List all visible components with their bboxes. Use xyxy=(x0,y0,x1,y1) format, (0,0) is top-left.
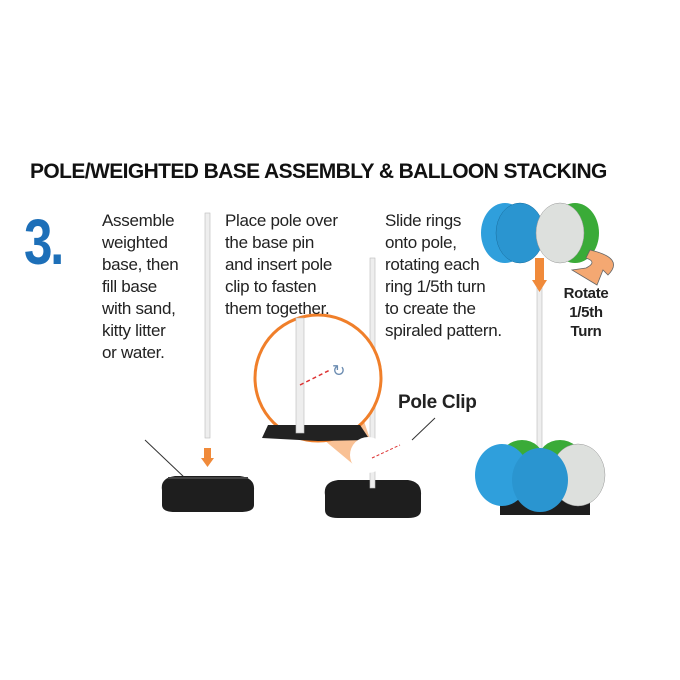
text-line: Assemble xyxy=(102,211,175,230)
text-line: weighted xyxy=(102,233,168,252)
text-line: the base pin xyxy=(225,233,315,252)
text-line: base, then xyxy=(102,255,179,274)
step1-base xyxy=(161,476,255,512)
down-arrow xyxy=(532,258,547,292)
text-line: or water. xyxy=(102,343,165,362)
text-line: fill base xyxy=(102,277,157,296)
rotate-arrow-icon xyxy=(570,249,614,286)
step2-instructions: Place pole over the base pin and insert … xyxy=(225,210,338,320)
text-line: Rotate xyxy=(563,285,609,302)
text-line: onto pole, xyxy=(385,233,457,252)
text-line: clip to fasten xyxy=(225,277,317,296)
step3-pole xyxy=(536,264,543,466)
magnified-base xyxy=(262,425,370,441)
clip-icon: ↻ xyxy=(332,363,345,380)
text-line: to create the xyxy=(385,299,476,318)
pole-clip-arrow xyxy=(411,417,436,441)
clip-spot xyxy=(350,437,386,473)
step1-instructions: Assemble weighted base, then fill base w… xyxy=(102,210,179,364)
text-line: Turn xyxy=(570,323,602,340)
text-line: kitty litter xyxy=(102,321,166,340)
page-title: POLE/WEIGHTED BASE ASSEMBLY & BALLOON ST… xyxy=(30,160,607,183)
text-line: 1/5th xyxy=(569,304,603,321)
pole-clip-label: Pole Clip xyxy=(398,392,477,413)
step1-pole xyxy=(201,212,214,467)
text-line: spiraled pattern. xyxy=(385,321,502,340)
text-line: Place pole over xyxy=(225,211,338,230)
step-number: 3. xyxy=(24,206,64,278)
text-line: with sand, xyxy=(102,299,176,318)
text-line: and insert pole xyxy=(225,255,333,274)
arrow-to-base xyxy=(144,439,186,479)
text-line: them together. xyxy=(225,299,330,318)
step2-base xyxy=(324,480,422,518)
magnified-view xyxy=(253,313,383,443)
stacked-balloons xyxy=(475,440,606,515)
text-line: Slide rings xyxy=(385,211,462,230)
step3-instructions: Slide rings onto pole, rotating each rin… xyxy=(385,210,502,342)
text-line: ring 1/5th turn xyxy=(385,277,486,296)
text-line: rotating each xyxy=(385,255,480,274)
top-balloon-ring xyxy=(481,202,599,264)
rotate-label: Rotate 1/5th Turn xyxy=(556,284,616,341)
